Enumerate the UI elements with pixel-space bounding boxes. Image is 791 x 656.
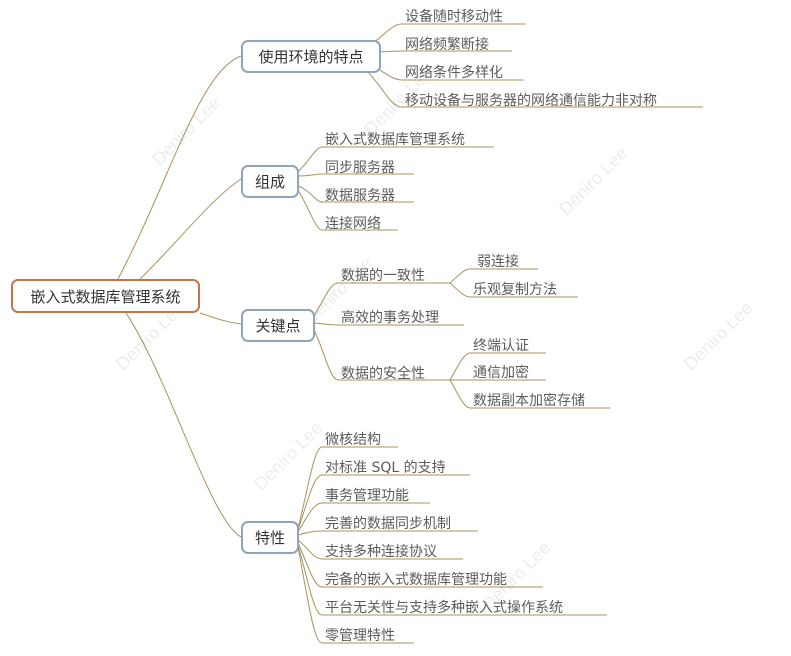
leaf-env-1[interactable]: 设备随时移动性	[405, 9, 503, 25]
edge-env-4	[363, 67, 703, 108]
edge-kp1-1	[449, 268, 538, 284]
edge-root-features	[125, 312, 242, 538]
edge-root-keypoints	[199, 312, 242, 325]
leaf-comp-3[interactable]: 数据服务器	[325, 188, 395, 204]
edge-kp-3	[313, 329, 450, 381]
leaf-comp-4[interactable]: 连接网络	[325, 216, 381, 232]
branch-key-points[interactable]: 关键点	[241, 309, 315, 342]
edge-root-env	[117, 55, 242, 280]
leaf-ft-1[interactable]: 微核结构	[325, 432, 381, 448]
edge-ft-5	[297, 539, 463, 560]
leaf-kp-replica-encryption[interactable]: 数据副本加密存储	[473, 393, 585, 409]
edge-kp-1	[313, 282, 450, 317]
leaf-kp-security[interactable]: 数据的安全性	[341, 366, 425, 382]
leaf-ft-2[interactable]: 对标准 SQL 的支持	[325, 460, 446, 476]
leaf-kp-optimistic-replication[interactable]: 乐观复制方法	[473, 282, 557, 298]
edge-kp1-2	[449, 282, 578, 298]
edge-comp-3	[297, 185, 414, 203]
edge-ft-7	[297, 544, 607, 616]
leaf-kp-comm-encryption[interactable]: 通信加密	[473, 365, 529, 381]
leaf-ft-3[interactable]: 事务管理功能	[325, 488, 409, 504]
leaf-comp-1[interactable]: 嵌入式数据库管理系统	[325, 132, 465, 148]
leaf-ft-7[interactable]: 平台无关性与支持多种嵌入式操作系统	[325, 600, 563, 616]
edge-ft-8	[297, 546, 414, 644]
edge-ft-2	[297, 474, 470, 531]
leaf-ft-8[interactable]: 零管理特性	[325, 628, 395, 644]
leaf-env-2[interactable]: 网络频繁断接	[405, 37, 489, 53]
leaf-ft-6[interactable]: 完备的嵌入式数据库管理功能	[325, 572, 507, 588]
edge-kp3-3	[449, 379, 610, 409]
leaf-kp-consistency[interactable]: 数据的一致性	[341, 268, 425, 284]
edge-comp-2	[297, 173, 414, 177]
branch-composition[interactable]: 组成	[241, 165, 299, 198]
leaf-kp-weak-connection[interactable]: 弱连接	[477, 254, 519, 270]
root-topic[interactable]: 嵌入式数据库管理系统	[11, 279, 200, 313]
leaf-ft-4[interactable]: 完善的数据同步机制	[325, 516, 451, 532]
edge-root-composition	[139, 178, 242, 280]
edge-kp-2	[313, 322, 464, 326]
edge-comp-1	[297, 146, 494, 173]
edge-ft-3	[297, 502, 430, 533]
leaf-env-4[interactable]: 移动设备与服务器的网络通信能力非对称	[405, 93, 657, 109]
leaf-kp-terminal-auth[interactable]: 终端认证	[473, 338, 529, 354]
edge-ft-4	[297, 530, 478, 536]
leaf-env-3[interactable]: 网络条件多样化	[405, 65, 503, 81]
branch-features[interactable]: 特性	[241, 521, 299, 554]
leaf-kp-transactions[interactable]: 高效的事务处理	[341, 310, 439, 326]
edge-kp3-1	[449, 352, 546, 381]
leaf-ft-5[interactable]: 支持多种连接协议	[325, 544, 437, 560]
edge-comp-4	[297, 189, 398, 231]
edge-ft-6	[297, 542, 543, 588]
branch-env-characteristics[interactable]: 使用环境的特点	[241, 40, 381, 73]
edge-ft-1	[297, 446, 398, 529]
leaf-comp-2[interactable]: 同步服务器	[325, 160, 395, 176]
